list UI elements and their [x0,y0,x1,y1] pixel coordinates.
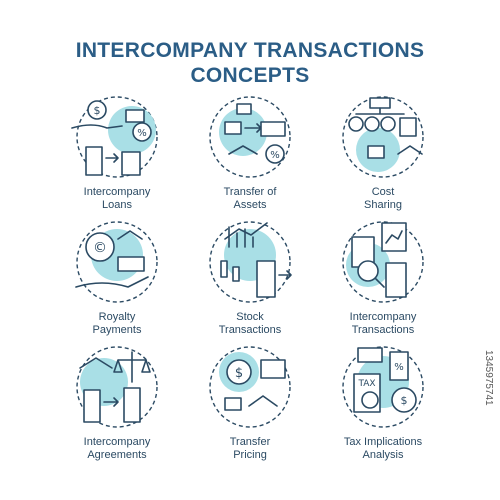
concept-label: Intercompany Loans [83,186,151,211]
concept-transfer-pricing: $ Transfer Pricing [175,342,325,462]
svg-text:$: $ [401,394,408,407]
concept-label: Intercompany Transactions [349,311,417,336]
concept-stock-transactions: Stock Transactions [175,217,325,337]
concept-label: Transfer of Assets [223,186,277,211]
svg-text:%: % [137,128,147,139]
page-title: INTERCOMPANY TRANSACTIONS CONCEPTS [0,38,500,88]
title-line-1: INTERCOMPANY TRANSACTIONS [75,39,425,62]
concept-royalty-payments: © Royalty Payments [42,217,192,337]
title-line-2: CONCEPTS [190,64,310,87]
svg-text:$: $ [235,366,243,381]
asset-transfer-icon: % [209,96,291,178]
loan-icon: $ % [71,96,158,178]
agreement-icon [76,346,158,428]
concept-intercompany-agreements: Intercompany Agreements [42,342,192,462]
royalty-icon: © [75,221,158,303]
svg-text:%: % [270,150,280,161]
transfer-pricing-icon: $ [209,346,291,428]
svg-text:©: © [93,240,107,256]
concept-intercompany-transactions: Intercompany Transactions [308,217,458,337]
svg-text:$: $ [94,104,101,117]
watermark-id: 1345975741 [483,350,494,406]
concept-label: Cost Sharing [364,186,402,211]
document-analysis-icon [342,221,424,303]
concept-label: Tax Implications Analysis [343,436,423,461]
concept-label: Stock Transactions [218,311,282,336]
concept-label: Intercompany Agreements [83,436,151,461]
stock-chart-icon [209,221,292,303]
tax-analysis-icon: % TAX $ [342,346,424,428]
concept-label: Transfer Pricing [229,436,271,461]
svg-text:TAX: TAX [357,379,375,389]
concept-intercompany-loans: $ % Intercompany Loans [42,92,192,212]
concept-transfer-of-assets: % Transfer of Assets [175,92,325,212]
concept-cost-sharing: Cost Sharing [308,92,458,212]
concept-label: Royalty Payments [92,311,142,336]
svg-text:%: % [394,362,404,373]
cost-sharing-icon [342,96,424,178]
concept-tax-implications-analysis: % TAX $ Tax Implications Analysis [308,342,458,462]
